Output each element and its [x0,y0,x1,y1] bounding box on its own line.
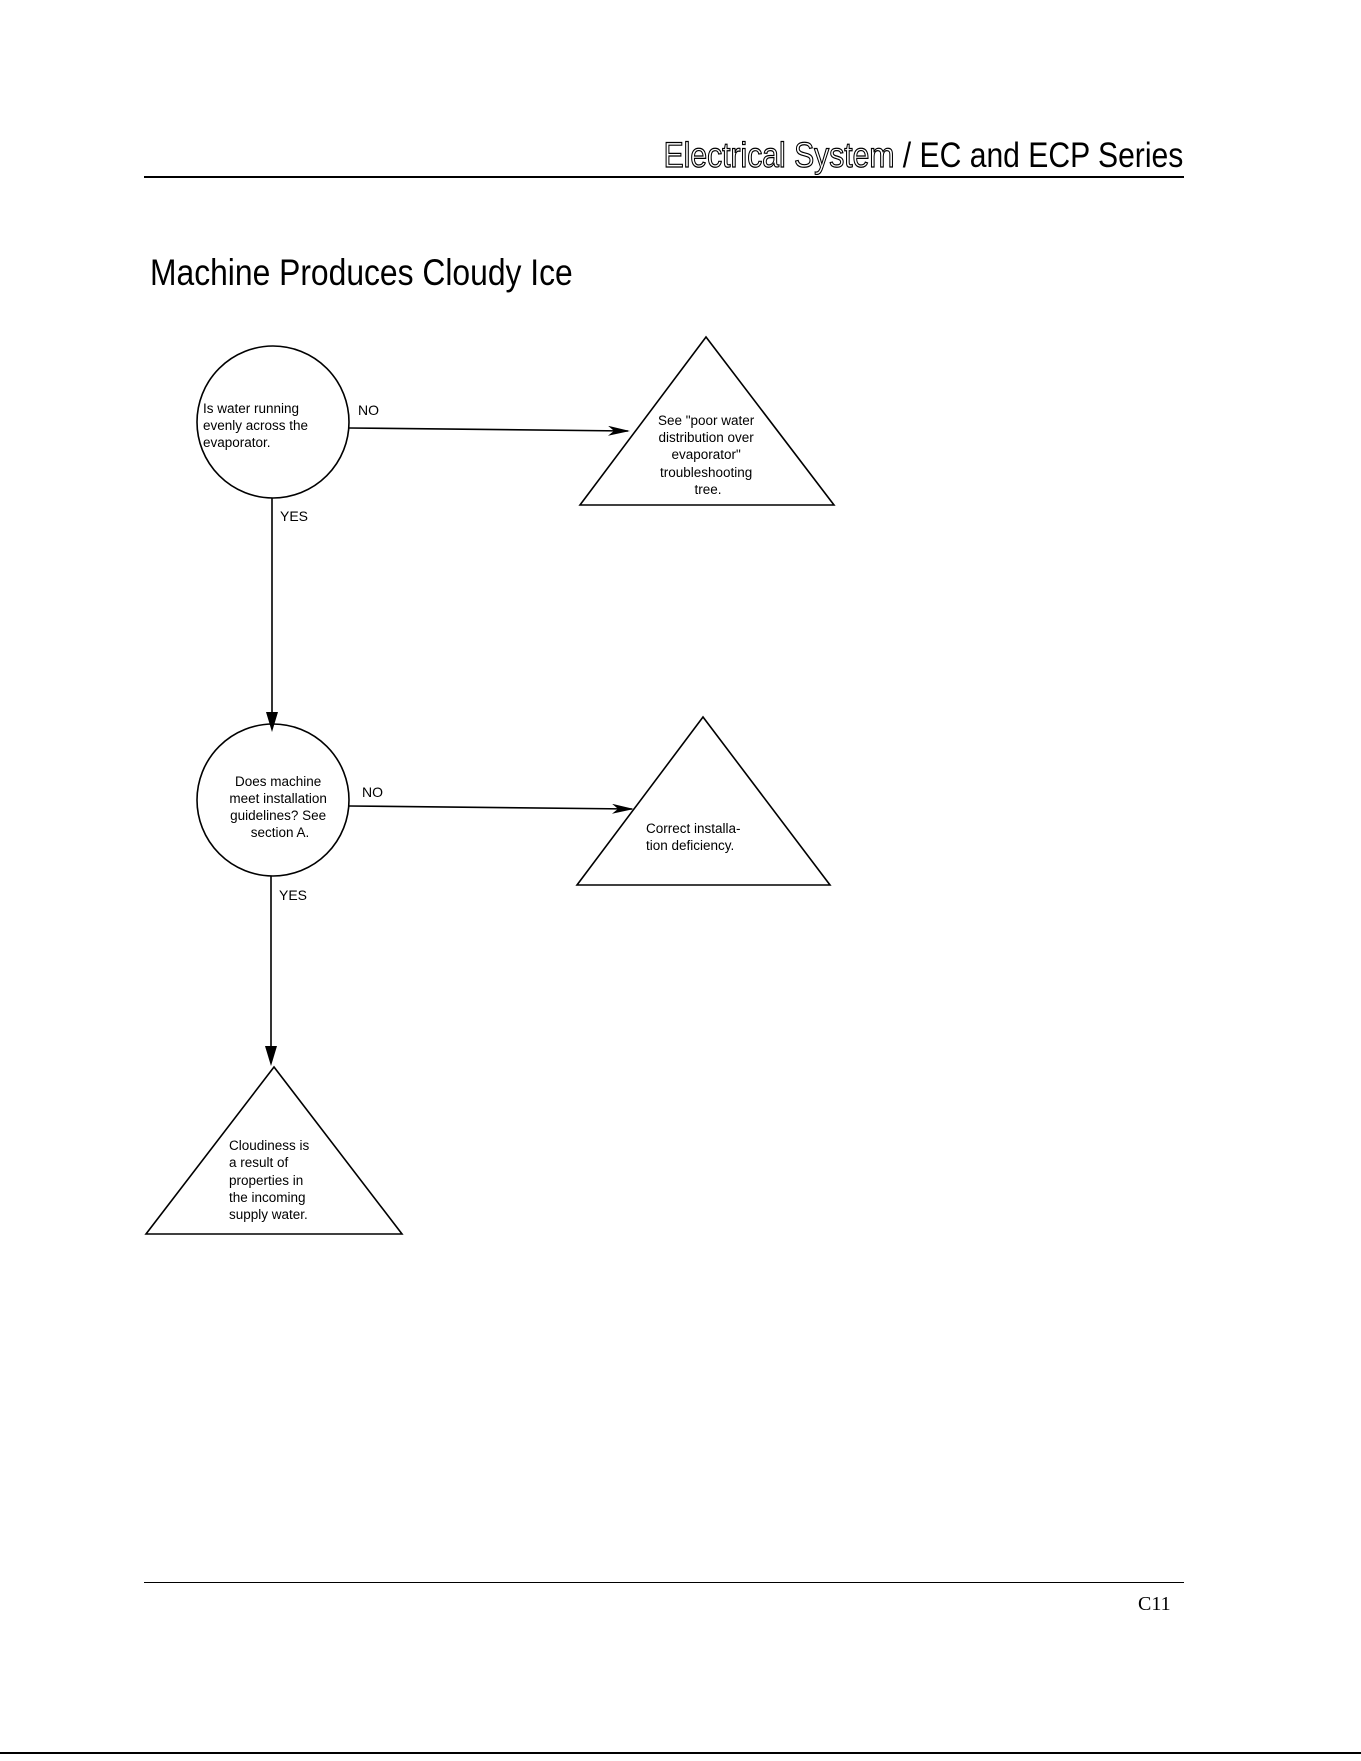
scan-edge-line [0,1752,1361,1754]
node-r1-line: tree. [694,482,721,497]
node-poor-water-distribution: See "poor water distribution over evapor… [578,335,836,506]
node-q2-line: guidelines? See [230,808,326,823]
node-q1-line: evaporator. [203,435,271,450]
node-installation-guidelines: Does machine meet installation guideline… [196,723,350,877]
edge-q1-yes: YES [266,498,308,732]
node-r3-line: supply water. [229,1207,308,1222]
node-r2-line: Correct installa- [646,821,741,836]
page-number: C11 [1138,1593,1171,1615]
edge-label-no: NO [362,784,383,800]
edge-label-no: NO [358,402,379,418]
page-header: Electrical System / EC and ECP Series [663,135,1183,176]
node-q1-line: evenly across the [203,418,308,433]
node-r3-line: Cloudiness is [229,1138,310,1153]
node-r2-text: Correct installa- tion deficiency. [646,821,744,853]
node-r1-line: distribution over [658,430,754,445]
edge-label-yes: YES [279,887,307,903]
node-r1-line: troubleshooting [660,465,752,480]
node-correct-installation: Correct installa- tion deficiency. [575,715,832,886]
node-r1-line: See "poor water [658,413,755,428]
node-q1-text: Is water running evenly across the evapo… [203,401,312,450]
node-q1-line: Is water running [203,401,299,416]
footer-rule [144,1582,1184,1583]
node-q2-text: Does machine meet installation guideline… [229,774,330,840]
edge-q2-yes: YES [265,876,307,1066]
header-rule [144,176,1184,178]
node-r1-line: evaporator" [671,447,741,462]
edge-label-yes: YES [280,508,308,524]
node-q2-line: Does machine [235,774,321,789]
node-r3-line: properties in [229,1173,303,1188]
node-r3-line: a result of [229,1155,289,1170]
edge-q1-no: NO [348,402,630,436]
node-q2-line: meet installation [229,791,327,806]
node-cloudiness-result: Cloudiness is a result of properties in … [144,1065,404,1235]
edge-q2-no: NO [348,784,634,814]
node-q2-line: section A. [251,825,310,840]
header-series: / EC and ECP Series [894,136,1183,175]
header-section-name: Electrical System [663,135,895,175]
node-r3-line: the incoming [229,1190,306,1205]
node-r2-line: tion deficiency. [646,838,734,853]
page-title: Machine Produces Cloudy Ice [150,252,573,293]
node-water-running: Is water running evenly across the evapo… [196,345,350,499]
node-r3-text: Cloudiness is a result of properties in … [229,1138,313,1222]
node-r1-text: See "poor water distribution over evapor… [658,413,758,497]
